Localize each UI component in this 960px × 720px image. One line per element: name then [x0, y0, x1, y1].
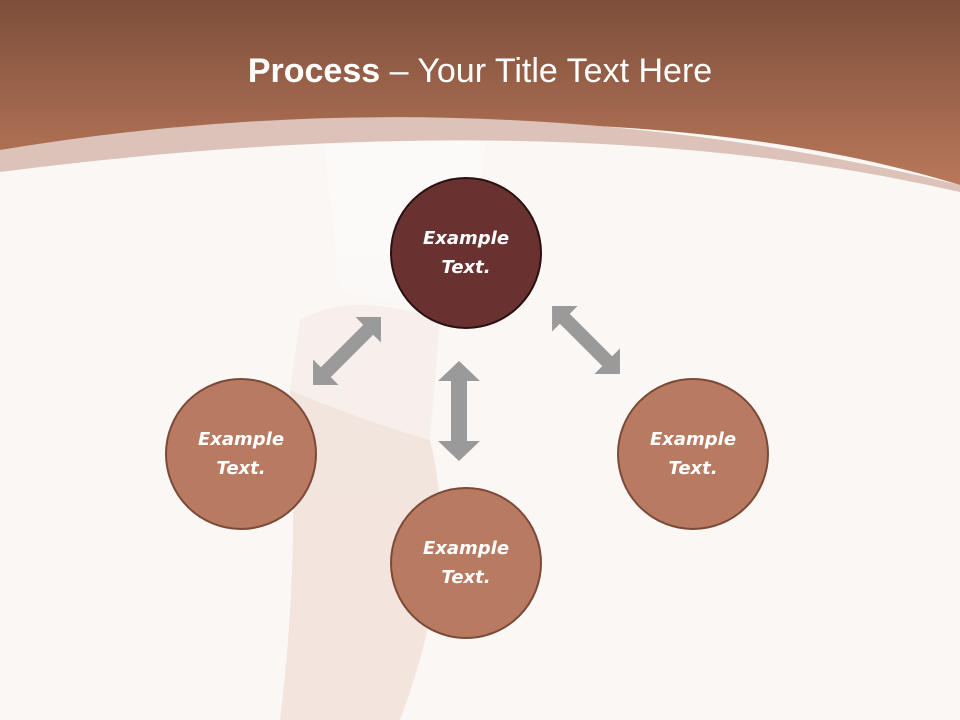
title-rest: – Your Title Text Here [380, 52, 713, 90]
node-text: Example [197, 429, 285, 450]
node-text: Text. [216, 458, 266, 479]
node-text: Text. [441, 257, 491, 278]
double-arrow-left [313, 317, 381, 385]
background-figure [280, 110, 490, 720]
node-text: Text. [441, 567, 491, 588]
arrows [313, 306, 620, 461]
double-arrow-right [552, 306, 620, 374]
title-bold: Process [247, 52, 381, 90]
node-text: Example [422, 538, 510, 559]
process-node-right[interactable]: Example Text. [617, 378, 769, 530]
double-arrow-vertical [438, 361, 480, 461]
node-text: Example [649, 429, 737, 450]
process-node-main[interactable]: Example Text. [390, 177, 542, 329]
process-node-bottom[interactable]: Example Text. [390, 487, 542, 639]
process-node-left[interactable]: Example Text. [165, 378, 317, 530]
node-text: Text. [668, 458, 718, 479]
node-text: Example [422, 228, 510, 249]
header-band [0, 0, 960, 185]
header-arc [0, 117, 960, 192]
slide-title: Process – Your Title Text Here [0, 52, 960, 91]
